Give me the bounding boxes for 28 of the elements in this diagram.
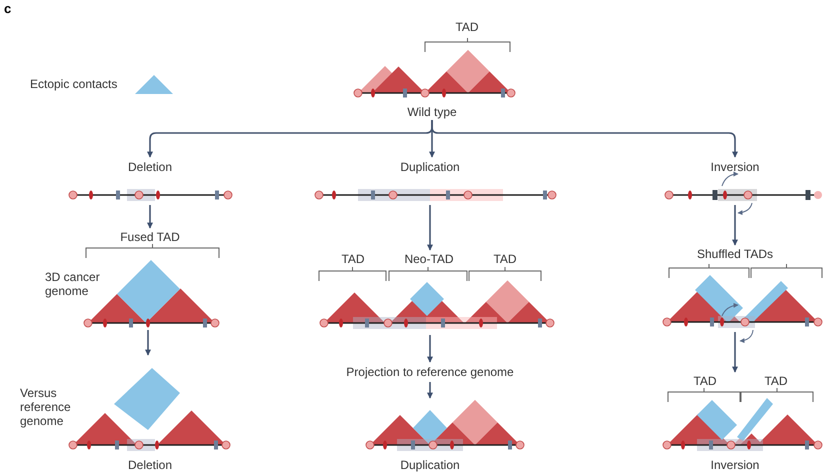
tad-label: Neo-TAD: [404, 252, 454, 266]
panel-caption: Duplication: [400, 160, 460, 174]
arrow: [431, 120, 738, 158]
tad-label: TAD: [493, 252, 517, 266]
tad-label: TAD: [341, 252, 365, 266]
step-label: Projection to reference genome: [346, 365, 514, 379]
panel-caption: Duplication: [400, 458, 460, 472]
tad-label: TAD: [693, 374, 717, 388]
arrow: [732, 332, 738, 373]
panel-caption: Wild type: [407, 105, 457, 119]
panel-caption: Inversion: [710, 160, 760, 174]
arrow: [147, 205, 153, 229]
tad-label: Fused TAD: [120, 230, 180, 244]
panel-caption: Deletion: [128, 458, 172, 472]
tad-label: TAD: [455, 20, 479, 34]
tad-label: Shuffled TADs: [696, 247, 774, 261]
side-label: 3D cancer genome: [45, 270, 101, 298]
panel-caption: Inversion: [710, 458, 760, 472]
tad-label: TAD: [764, 374, 788, 388]
arrow: [427, 382, 433, 399]
panel-caption: Deletion: [128, 160, 172, 174]
arrow: [145, 330, 151, 356]
side-label: Versus reference genome: [20, 386, 72, 428]
arrow: [732, 205, 738, 246]
panel-letter: c: [4, 2, 12, 16]
arrow: [427, 205, 433, 251]
arrow: [427, 335, 433, 363]
legend-label: Ectopic contacts: [30, 77, 118, 91]
